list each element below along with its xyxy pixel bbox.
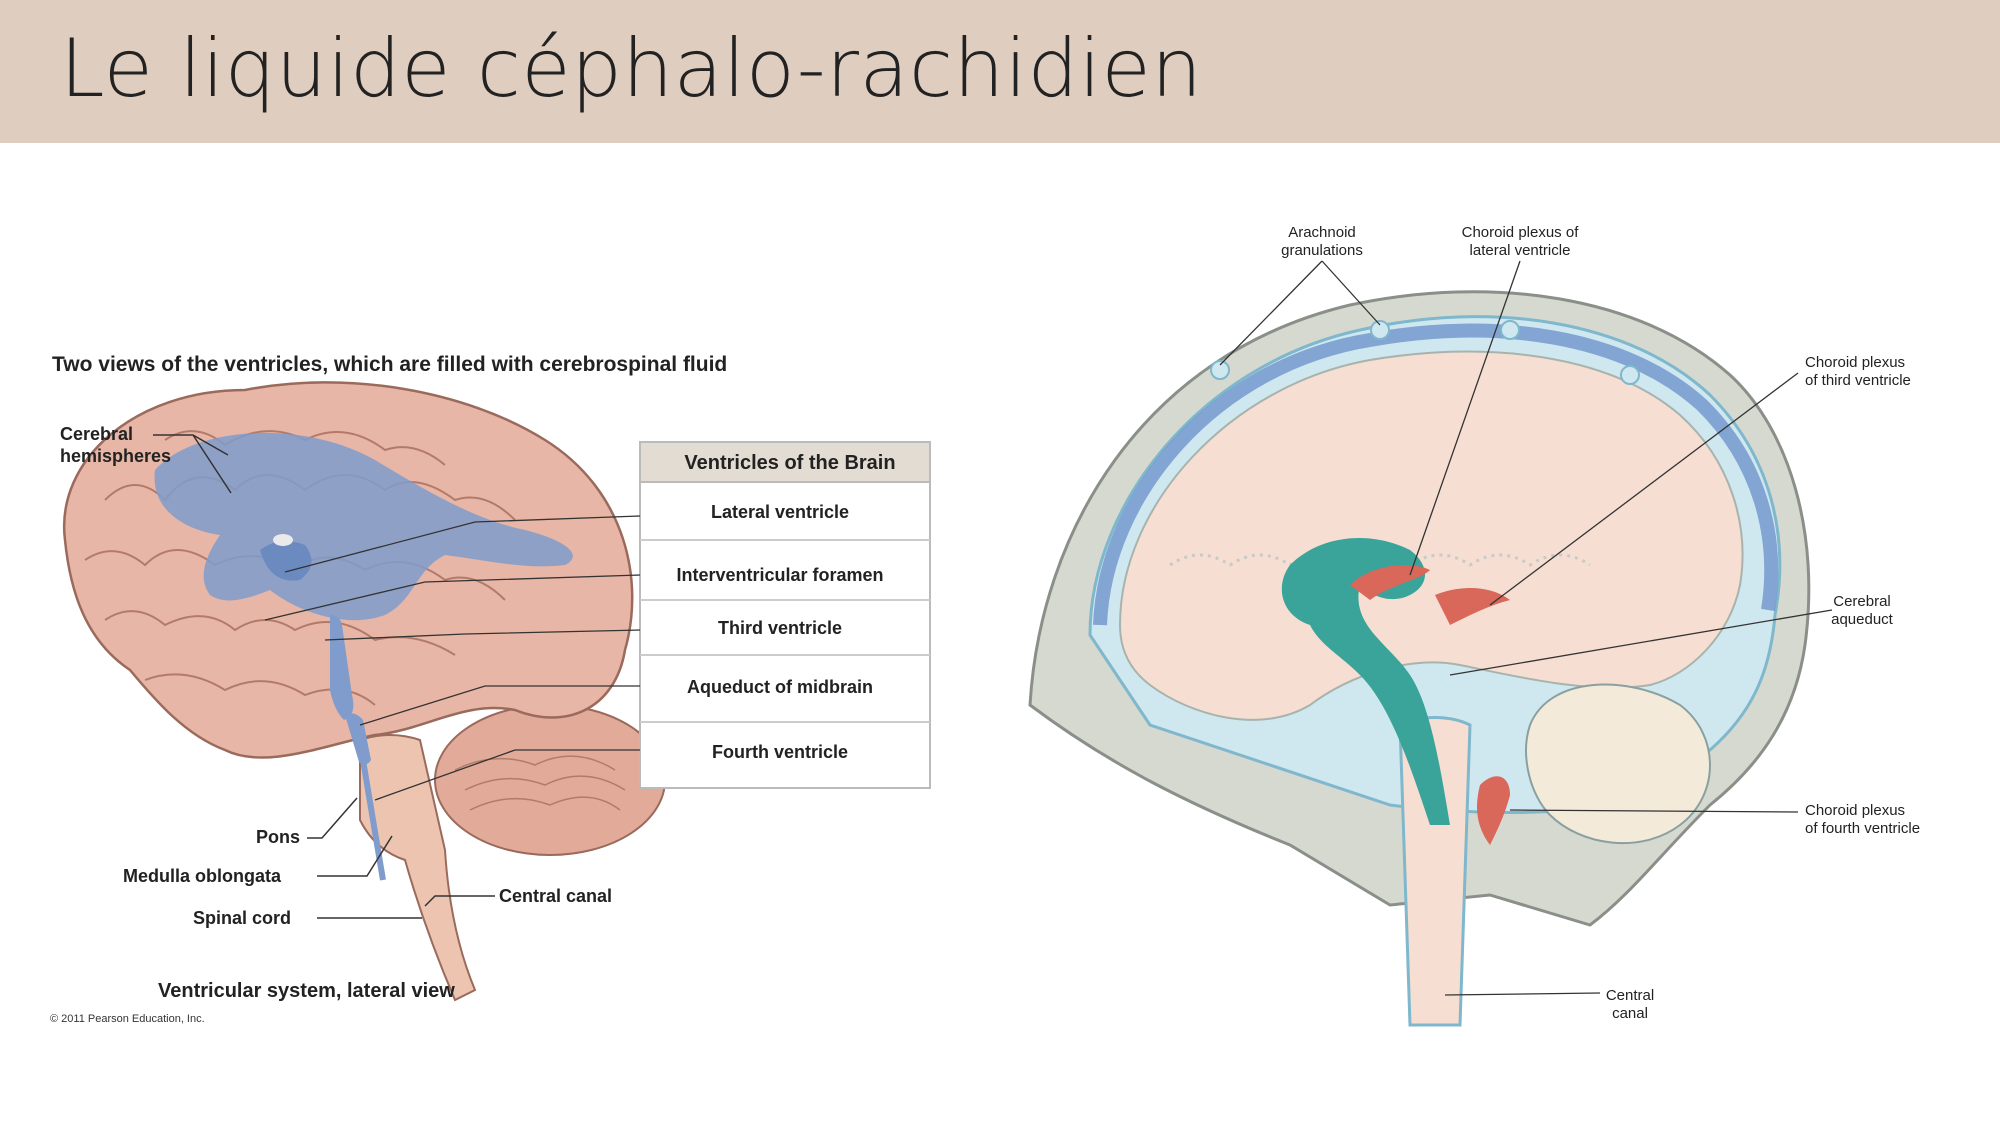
leader-choroid-lateral xyxy=(1409,260,1521,576)
csf-sagittal-svg: Arachnoid granulations Choroid plexus of… xyxy=(1028,224,1920,1027)
legend-item-third: Third ventricle xyxy=(718,618,842,638)
leader-cerebral xyxy=(153,434,232,494)
cerebellum-shape xyxy=(434,704,666,856)
leader-fourth xyxy=(374,749,640,801)
lateral-ventricle-shape xyxy=(154,432,573,621)
choroid-plexus-third-shape xyxy=(1435,588,1510,625)
label-cerebral-aqueduct-1: Cerebral xyxy=(1833,593,1891,610)
label-medulla: Medulla oblongata xyxy=(123,866,282,886)
leader-pons xyxy=(307,797,358,839)
legend-item-lateral: Lateral ventricle xyxy=(711,502,849,522)
cerebellum-folds xyxy=(454,755,626,811)
cerebellum-sagittal xyxy=(1525,683,1711,845)
brainstem-shape xyxy=(359,734,477,1002)
leader-interventricular xyxy=(264,574,641,621)
left-subcaption: Ventricular system, lateral view xyxy=(158,980,455,1002)
left-copyright: © 2011 Pearson Education, Inc. xyxy=(50,1013,205,1025)
ventricles-legend-box: Ventricles of the Brain Lateral ventricl… xyxy=(639,441,931,789)
leader-medulla xyxy=(317,835,393,877)
legend-item-aqueduct: Aqueduct of midbrain xyxy=(687,677,873,697)
leader-aqueduct xyxy=(359,685,640,726)
label-central-canal-2: canal xyxy=(1612,1005,1648,1022)
leader-arachnoid xyxy=(1219,260,1381,366)
leader-choroid-fourth xyxy=(1509,809,1799,813)
ventricles-lateral-svg: Two views of the ventricles, which are f… xyxy=(50,353,931,1025)
arachnoid-granulation-2 xyxy=(1370,320,1390,340)
label-choroid-lateral-2: lateral ventricle xyxy=(1470,242,1571,259)
ventricular-system-teal xyxy=(1281,538,1450,825)
aqueduct-shape xyxy=(330,615,354,720)
thalamus-hole xyxy=(273,534,293,546)
label-central-canal: Central canal xyxy=(499,886,612,906)
slide-title: Le liquide céphalo-rachidien xyxy=(60,22,1203,115)
leader-choroid-third xyxy=(1489,372,1799,606)
cerebrum-sagittal xyxy=(1118,350,1744,721)
choroid-plexus-fourth-shape xyxy=(1477,776,1510,845)
label-choroid-third-1: Choroid plexus xyxy=(1805,354,1905,371)
title-band: Le liquide céphalo-rachidien xyxy=(0,0,2000,143)
label-choroid-fourth-2: of fourth ventricle xyxy=(1805,820,1920,837)
leader-cerebral-aqueduct xyxy=(1449,609,1833,676)
label-choroid-lateral-1: Choroid plexus of xyxy=(1462,224,1580,241)
leader-central-canal xyxy=(424,895,495,907)
legend-header: Ventricles of the Brain xyxy=(684,452,895,474)
legend-box-frame xyxy=(639,441,931,789)
legend-header-bg xyxy=(639,441,931,483)
third-ventricle-shape xyxy=(260,541,312,581)
label-hemispheres: hemispheres xyxy=(60,446,171,466)
fourth-ventricle-shape xyxy=(345,713,371,765)
ventricles-lateral-view-diagram: Two views of the ventricles, which are f… xyxy=(45,350,945,1040)
left-caption: Two views of the ventricles, which are f… xyxy=(52,353,727,376)
arachnoid-granulation-4 xyxy=(1620,365,1640,385)
legend-item-interventricular: Interventricular foramen xyxy=(676,565,883,585)
arachnoid-granulation-1 xyxy=(1210,360,1230,380)
central-canal-shape xyxy=(360,759,386,881)
label-pons: Pons xyxy=(256,827,300,847)
label-cerebral-aqueduct-2: aqueduct xyxy=(1831,611,1894,628)
csf-circulation-sagittal-diagram: Arachnoid granulations Choroid plexus of… xyxy=(990,205,1950,1065)
leader-lateral xyxy=(284,515,641,573)
legend-item-fourth: Fourth ventricle xyxy=(712,742,848,762)
arachnoid-granulation-3 xyxy=(1500,320,1520,340)
leader-central-canal-right xyxy=(1444,992,1601,996)
label-central-canal-1: Central xyxy=(1606,987,1654,1004)
label-spinal-cord: Spinal cord xyxy=(193,908,291,928)
label-choroid-fourth-1: Choroid plexus xyxy=(1805,802,1905,819)
label-cerebral: Cerebral xyxy=(60,424,133,444)
label-granulations: granulations xyxy=(1281,242,1363,259)
label-choroid-third-2: of third ventricle xyxy=(1805,372,1911,389)
label-arachnoid: Arachnoid xyxy=(1288,224,1356,241)
leader-third xyxy=(324,629,641,641)
